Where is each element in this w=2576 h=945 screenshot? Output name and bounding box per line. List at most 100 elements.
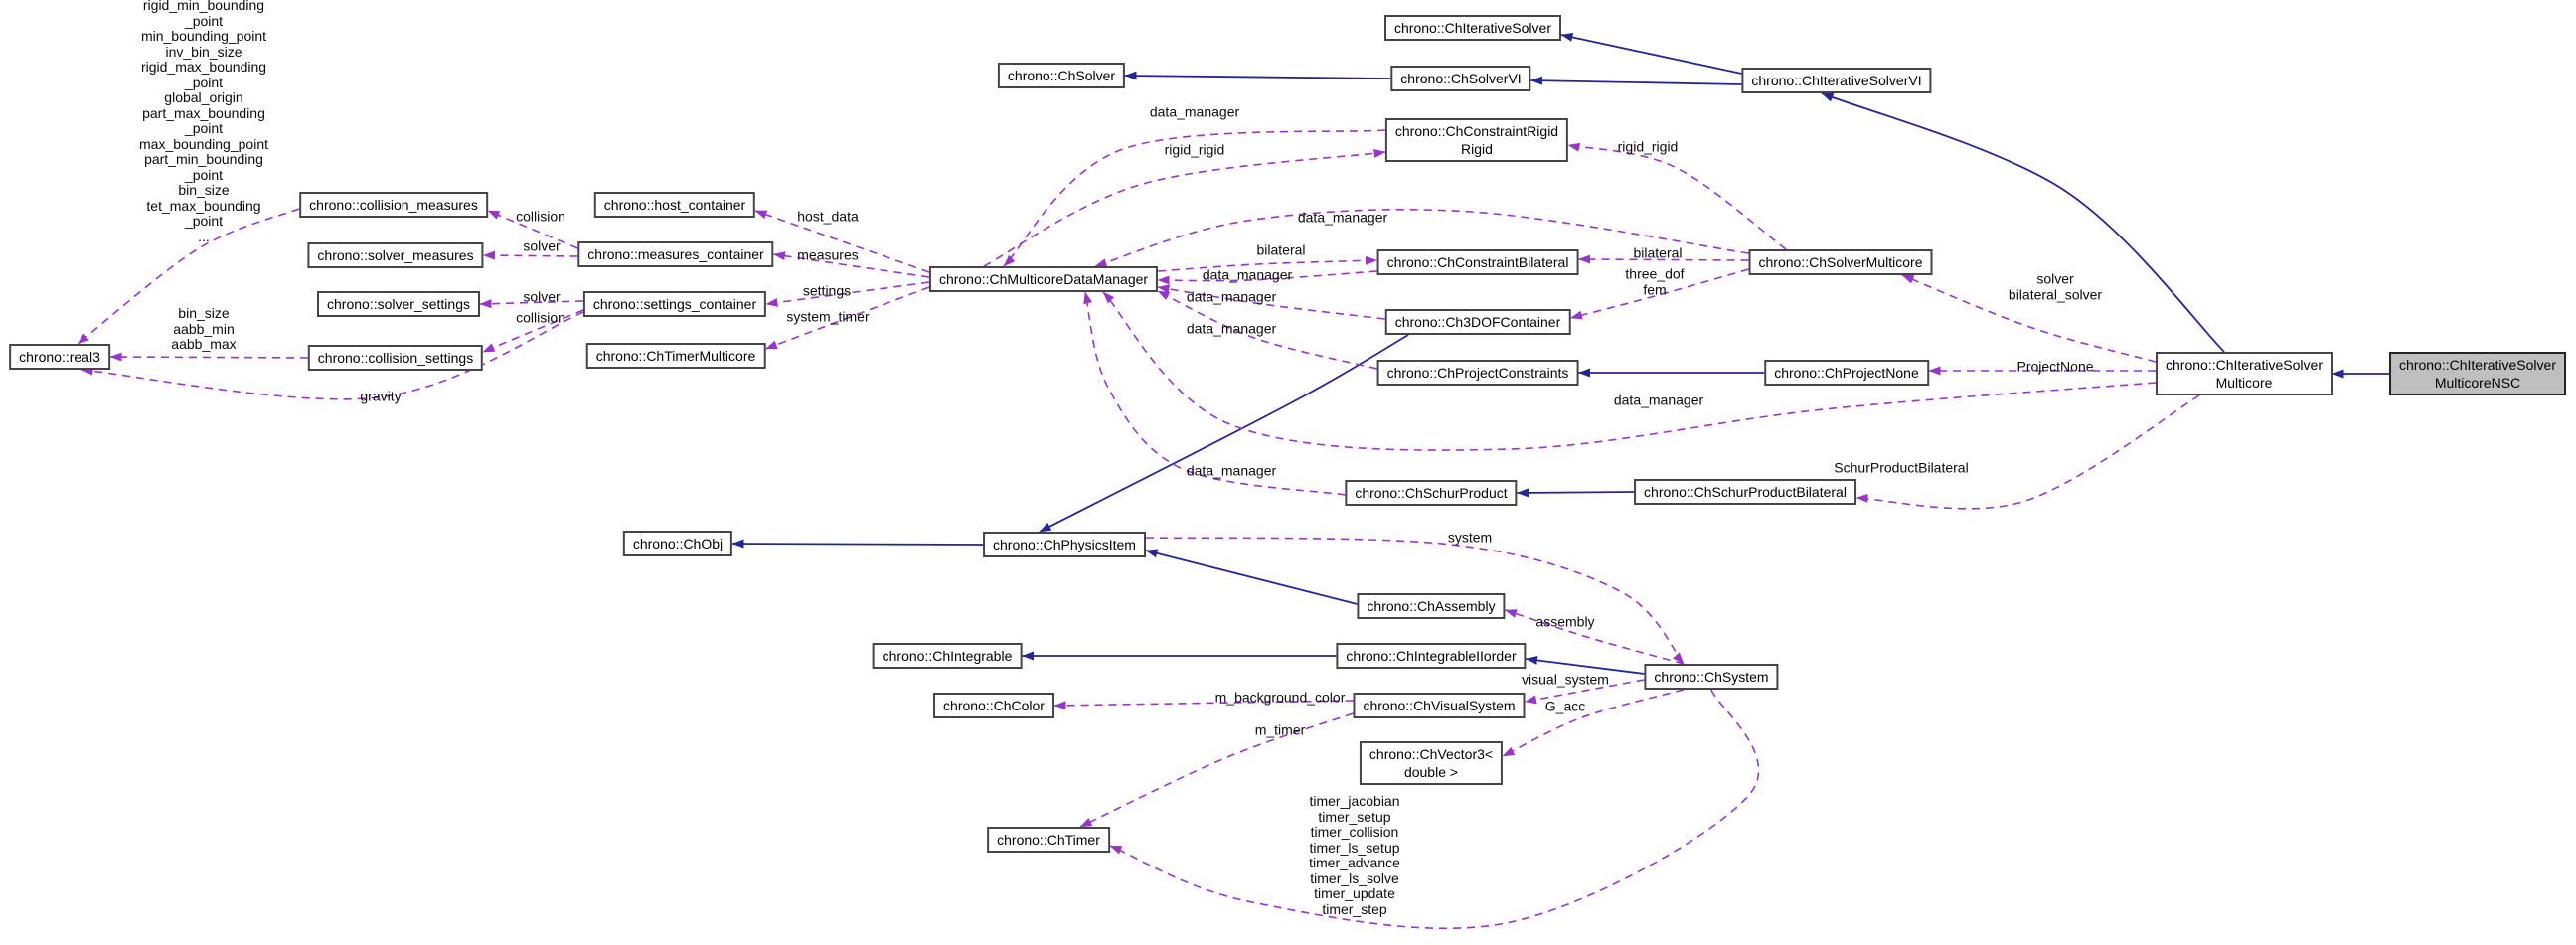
node-solver_measures[interactable]: chrono::solver_measures xyxy=(307,242,484,268)
edge-measures_container-solver_measures xyxy=(483,250,578,260)
edge-label: assembly xyxy=(1535,613,1595,630)
edge-ChConstraintBilateral-ChMulticoreDataManager xyxy=(1157,270,1377,285)
edge-label: G_acc xyxy=(1544,698,1586,714)
edge-label: m_timer xyxy=(1254,721,1306,738)
edge-label: data_manager xyxy=(1613,392,1704,408)
edge-ChSchurProduct-ChMulticoreDataManager xyxy=(1083,291,1346,496)
edge-label: timer_jacobian timer_setup timer_collisi… xyxy=(1309,793,1400,917)
edge-ChMulticoreDataManager-ChTimerMulticore xyxy=(765,286,930,350)
edge-ChSystem-ChVector3 xyxy=(1502,689,1685,757)
edge-ChSystem-ChVisualSystem xyxy=(1525,679,1645,705)
edge-ChProjectConstraints-ChMulticoreDataManager xyxy=(1157,290,1377,370)
edge-label: visual_system xyxy=(1522,671,1609,688)
node-ChConstraintRigidRigid[interactable]: chrono::ChConstraintRigid Rigid xyxy=(1384,118,1569,162)
node-ChProjectNone[interactable]: chrono::ChProjectNone xyxy=(1764,360,1929,386)
node-collision_measures[interactable]: chrono::collision_measures xyxy=(299,192,488,218)
node-real3[interactable]: chrono::real3 xyxy=(9,344,110,370)
edge-settings_container-solver_settings xyxy=(479,299,584,309)
edge-label: collision xyxy=(516,208,565,225)
edge-label: solver xyxy=(523,288,561,305)
edge-label: rigid_rigid xyxy=(1617,138,1679,155)
edge-label: gravity xyxy=(360,388,402,404)
node-ChSchurProductBilateral[interactable]: chrono::ChSchurProductBilateral xyxy=(1634,479,1856,505)
edge-label: m_background_color xyxy=(1214,689,1346,706)
node-solver_settings[interactable]: chrono::solver_settings xyxy=(317,291,480,317)
edge-label: SchurProductBilateral xyxy=(1834,459,1969,476)
node-ChPhysicsItem[interactable]: chrono::ChPhysicsItem xyxy=(983,532,1146,557)
edge-ChMulticoreDataManager-measures_container xyxy=(773,251,930,278)
node-ChColor[interactable]: chrono::ChColor xyxy=(933,693,1054,718)
edge-label: data_manager xyxy=(1149,103,1240,120)
edge-label: settings xyxy=(802,282,852,299)
node-ChProjectConstraints[interactable]: chrono::ChProjectConstraints xyxy=(1376,360,1579,386)
node-ChAssembly[interactable]: chrono::ChAssembly xyxy=(1357,593,1506,619)
edge-label: bilateral xyxy=(1633,244,1683,261)
edge-Ch3DOFContainer-ChMulticoreDataManager xyxy=(1157,284,1385,320)
edge-label: three_dof fem xyxy=(1625,265,1685,297)
node-ChSolver[interactable]: chrono::ChSolver xyxy=(997,63,1126,88)
edge-ChSystem-ChTimer xyxy=(1109,689,1760,930)
node-ChMulticoreDataManager[interactable]: chrono::ChMulticoreDataManager xyxy=(928,266,1159,292)
node-host_container[interactable]: chrono::host_container xyxy=(593,192,756,218)
edge-ChIterativeSolverMulticore-ChSchurProductBilateral xyxy=(1855,394,2200,510)
node-measures_container[interactable]: chrono::measures_container xyxy=(577,241,774,267)
edge-ChVisualSystem-ChTimer xyxy=(1079,712,1354,828)
node-ChSolverVI[interactable]: chrono::ChSolverVI xyxy=(1390,66,1531,91)
edge-ChSolverVI-ChSolver xyxy=(1124,71,1391,80)
edge-label: data_manager xyxy=(1186,288,1277,305)
edge-label: collision xyxy=(516,309,565,326)
node-ChVisualSystem[interactable]: chrono::ChVisualSystem xyxy=(1353,693,1526,718)
edge-ChIterativeSolverMulticore-ChSolverMulticore xyxy=(1901,274,2157,363)
node-ChSystem[interactable]: chrono::ChSystem xyxy=(1644,664,1779,690)
node-ChIterativeSolverMulticore[interactable]: chrono::ChIterativeSolver Multicore xyxy=(2156,352,2333,395)
edge-ChSolverMulticore-ChConstraintRigidRigid xyxy=(1567,142,1787,250)
node-collision_settings[interactable]: chrono::collision_settings xyxy=(307,345,484,371)
edge-ChSystem-ChIntegrableIIorder xyxy=(1526,655,1645,675)
edge-label: rigid_min_bounding _point min_bounding_p… xyxy=(139,0,268,244)
node-ChSchurProduct[interactable]: chrono::ChSchurProduct xyxy=(1345,480,1518,506)
edge-ChMulticoreDataManager-ChConstraintBilateral xyxy=(1157,255,1377,272)
edge-label: data_manager xyxy=(1297,209,1388,226)
edge-ChSolverMulticore-ChConstraintBilateral xyxy=(1578,254,1749,264)
edge-ChPhysicsItem-ChObj xyxy=(731,539,984,549)
edge-label: system_timer xyxy=(786,308,870,325)
edge-label: solver xyxy=(523,237,561,254)
edge-ChAssembly-ChPhysicsItem xyxy=(1145,549,1358,605)
node-ChObj[interactable]: chrono::ChObj xyxy=(622,531,733,556)
edge-Ch3DOFContainer-ChPhysicsItem xyxy=(1039,334,1409,533)
node-ChIntegrableIIorder[interactable]: chrono::ChIntegrableIIorder xyxy=(1336,643,1527,669)
edge-label: system xyxy=(1447,529,1493,546)
edge-ChSchurProductBilateral-ChSchurProduct xyxy=(1517,488,1635,498)
edge-collision_settings-real3 xyxy=(109,352,309,362)
edge-label: data_manager xyxy=(1186,320,1277,337)
edge-collision_measures-real3 xyxy=(77,208,300,345)
node-ChIterativeSolverMulticoreNSC[interactable]: chrono::ChIterativeSolver MulticoreNSC xyxy=(2389,352,2566,395)
edge-label: bin_size aabb_min aabb_max xyxy=(171,304,237,352)
node-ChIterativeSolverVI[interactable]: chrono::ChIterativeSolverVI xyxy=(1741,68,1932,93)
edge-ChIterativeSolverMulticore-ChMulticoreDataManager xyxy=(1102,291,2157,451)
node-ChVector3[interactable]: chrono::ChVector3< double > xyxy=(1359,741,1504,785)
edge-ChIterativeSolverVI-ChIterativeSolver xyxy=(1560,33,1742,75)
edge-label: rigid_rigid xyxy=(1164,141,1225,158)
edge-ChConstraintRigidRigid-ChMulticoreDataManager xyxy=(1003,129,1386,267)
node-ChIntegrable[interactable]: chrono::ChIntegrable xyxy=(872,643,1023,669)
edge-ChIterativeSolverVI-ChSolverVI xyxy=(1530,76,1742,85)
edge-settings_container-real3 xyxy=(80,311,584,400)
edge-label: data_manager xyxy=(1202,266,1293,283)
edge-label: measures xyxy=(797,246,859,263)
node-ChIterativeSolver[interactable]: chrono::ChIterativeSolver xyxy=(1384,15,1561,41)
node-ChTimer[interactable]: chrono::ChTimer xyxy=(987,827,1110,853)
node-ChConstraintBilateral[interactable]: chrono::ChConstraintBilateral xyxy=(1376,249,1579,275)
node-Ch3DOFContainer[interactable]: chrono::Ch3DOFContainer xyxy=(1384,309,1571,335)
node-settings_container[interactable]: chrono::settings_container xyxy=(582,291,767,317)
edge-ChSolverMulticore-Ch3DOFContainer xyxy=(1570,268,1749,320)
edge-label: data_manager xyxy=(1186,462,1277,479)
node-ChSolverMulticore[interactable]: chrono::ChSolverMulticore xyxy=(1748,249,1933,275)
edge-measures_container-collision_measures xyxy=(487,210,578,249)
edge-ChIterativeSolverMulticore-ChIterativeSolverVI xyxy=(1821,92,2225,353)
edge-label: ProjectNone xyxy=(2016,358,2094,375)
edge-label: bilateral xyxy=(1256,241,1306,258)
node-ChTimerMulticore[interactable]: chrono::ChTimerMulticore xyxy=(585,343,766,369)
